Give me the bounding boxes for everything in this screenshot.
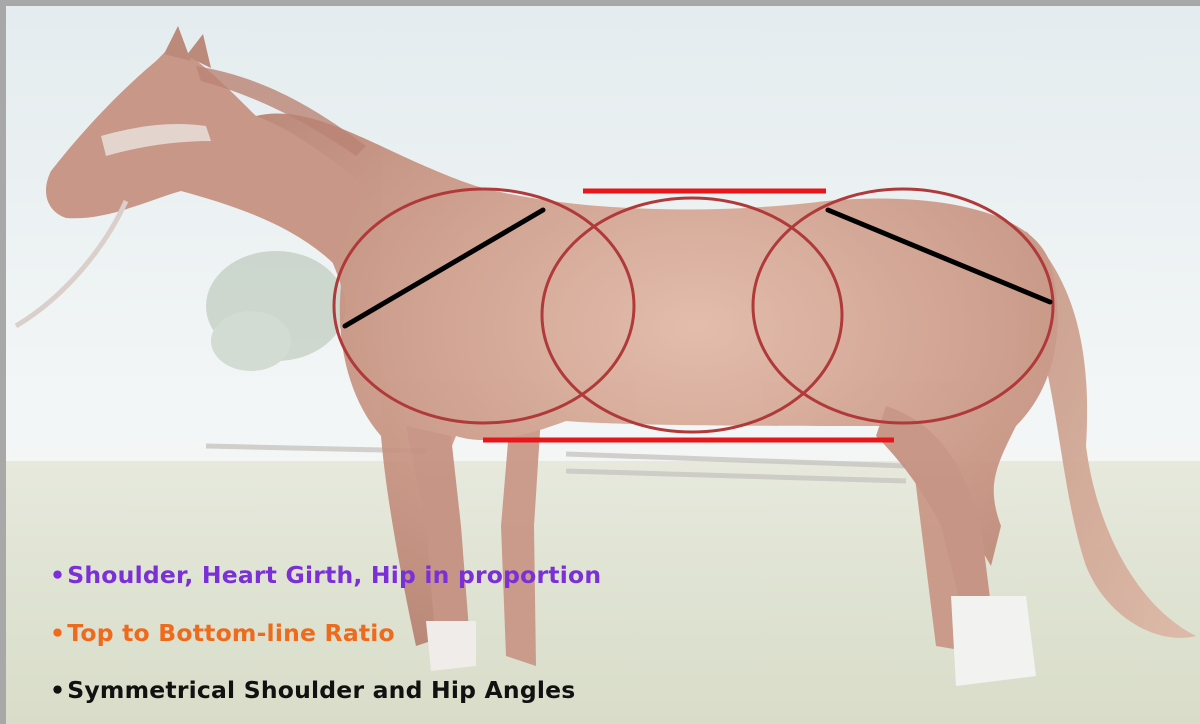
- caption-text: Shoulder, Heart Girth, Hip in proportion: [67, 561, 601, 589]
- caption-list: •Shoulder, Heart Girth, Hip in proportio…: [50, 564, 601, 703]
- caption-ratio: •Top to Bottom-line Ratio: [50, 622, 601, 646]
- caption-text: Symmetrical Shoulder and Hip Angles: [67, 676, 575, 704]
- bullet: •: [50, 676, 65, 704]
- bullet: •: [50, 619, 65, 647]
- caption-text: Top to Bottom-line Ratio: [67, 619, 395, 647]
- caption-angles: •Symmetrical Shoulder and Hip Angles: [50, 679, 601, 703]
- caption-proportion: •Shoulder, Heart Girth, Hip in proportio…: [50, 564, 601, 588]
- bullet: •: [50, 561, 65, 589]
